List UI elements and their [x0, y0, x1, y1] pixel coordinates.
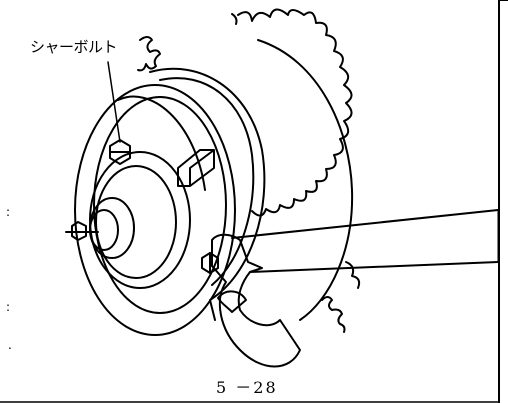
wrench-icon [201, 209, 499, 368]
wrench-jaw [211, 233, 301, 368]
hub-boss-inner [89, 209, 119, 251]
edge-mark: : [6, 300, 11, 314]
shear-bolt-icon [109, 139, 131, 165]
sprocket-outer-teeth [237, 8, 353, 217]
disc-outer [74, 84, 236, 336]
chain-left-icon [137, 36, 161, 72]
chain-bottom-right [345, 261, 361, 289]
frame-border [498, 0, 508, 403]
chain-bottom-icon [321, 296, 346, 333]
hub-nut [71, 221, 87, 241]
edge-mark: : [6, 205, 11, 219]
edge-mark: . [8, 338, 12, 352]
wrench-handle-top [231, 209, 499, 239]
shear-bolt-label: シャーボルト [30, 38, 118, 56]
key-block [177, 149, 215, 187]
callout-leader [107, 61, 121, 143]
disc-rim [93, 96, 227, 314]
figure-number: 5 －28 [216, 378, 278, 397]
backing-plate-inner [159, 77, 255, 286]
wrench-handle-bottom [249, 261, 499, 273]
hub-collar-inner [95, 165, 177, 279]
sprocket-inner-rim [257, 39, 354, 321]
disc-icon [74, 84, 236, 336]
disc-groove [117, 95, 206, 191]
backing-plate [149, 67, 266, 321]
hub-icon [65, 151, 191, 289]
wrench-slot [217, 290, 247, 313]
sprocket-left-edge [231, 13, 238, 25]
sprocket-icon [231, 8, 354, 321]
